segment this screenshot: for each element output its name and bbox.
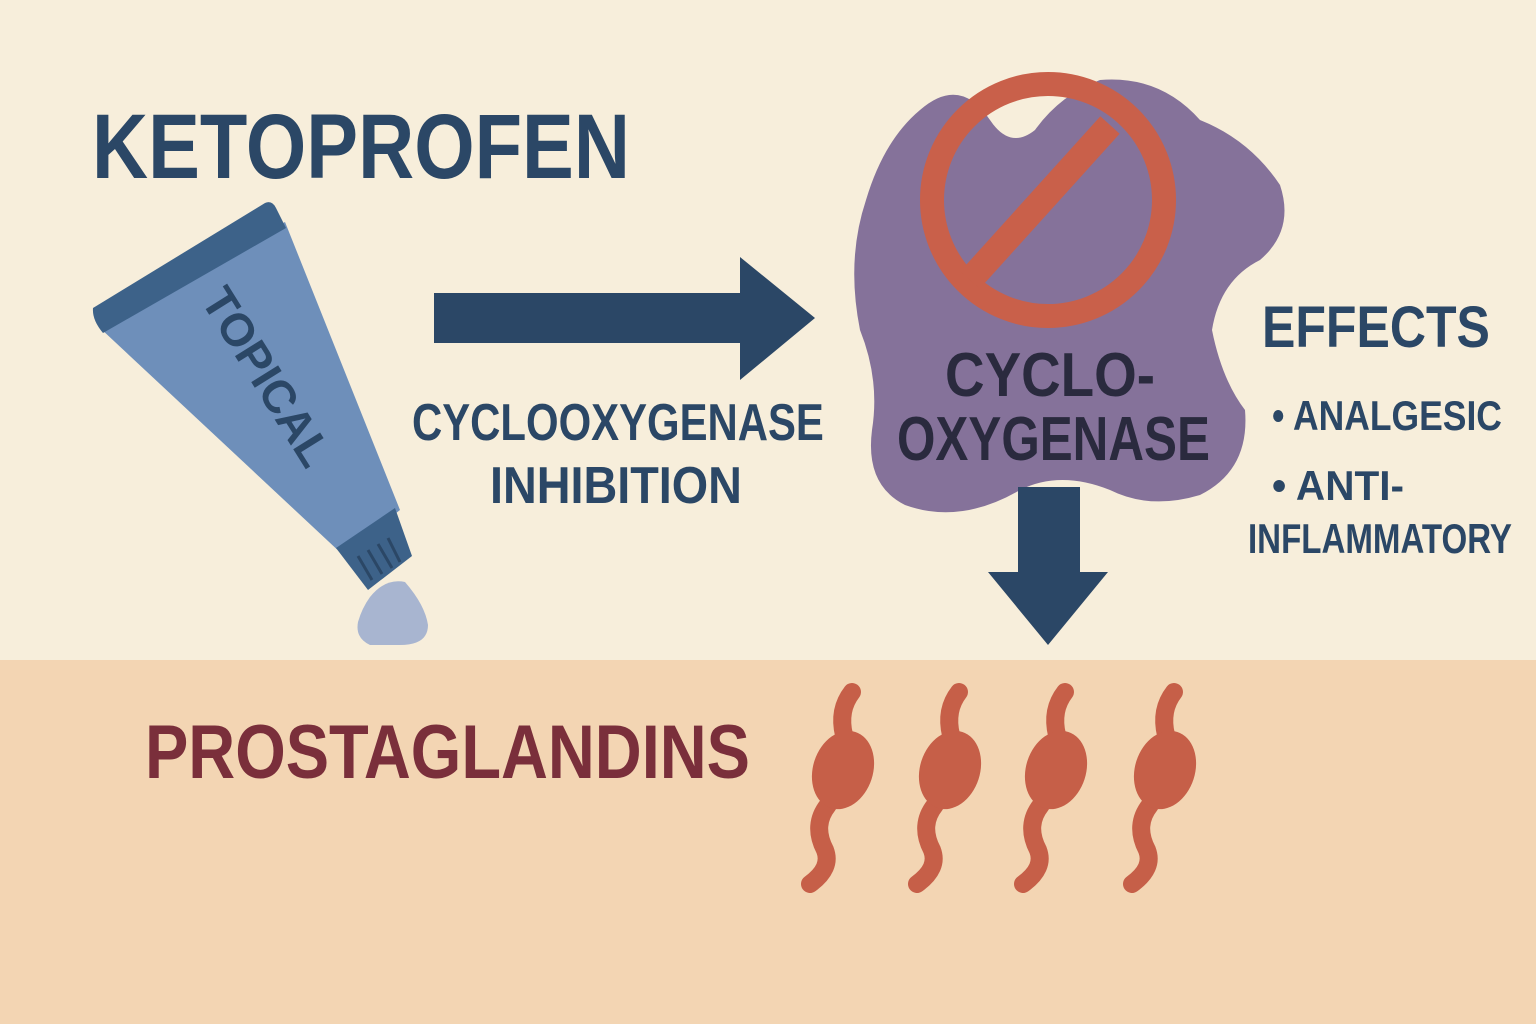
effect-analgesic: • ANALGESIC [1272, 393, 1502, 439]
prostaglandin-ring [1024, 730, 1088, 810]
effect-inflammatory: INFLAMMATORY [1248, 516, 1512, 563]
title: KETOPROFEN [92, 96, 630, 199]
prostaglandin-molecule-icon [801, 683, 875, 893]
prostaglandins-label: PROSTAGLANDINS [145, 709, 750, 794]
effects-heading: EFFECTS [1262, 296, 1490, 360]
prostaglandin-chain [908, 796, 944, 893]
prostaglandin-chain [1155, 683, 1183, 744]
prostaglandin-chain [801, 796, 837, 893]
cyclooxygenase-enzyme-shape [854, 79, 1285, 513]
prostaglandin-chain [1014, 796, 1050, 893]
prostaglandin-molecule-icon [1014, 683, 1088, 893]
effect-anti: • ANTI- [1272, 462, 1404, 509]
prostaglandin-chain [1123, 796, 1159, 893]
arrow-right-icon [434, 257, 815, 380]
arrow-label-line2: INHIBITION [490, 457, 742, 515]
arrow-down-icon [988, 487, 1108, 645]
prostaglandin-ring [918, 730, 982, 810]
prohibition-icon [920, 72, 1176, 328]
prostaglandin-chain [833, 683, 861, 744]
prostaglandin-molecule-icon [908, 683, 982, 893]
prostaglandin-molecules [801, 683, 1197, 893]
enzyme-label-line2: OXYGENASE [897, 404, 1210, 474]
ointment-drop [357, 581, 428, 645]
enzyme-label-line1: CYCLO- [945, 341, 1155, 410]
prostaglandin-molecule-icon [1123, 683, 1197, 893]
background-bottom [0, 660, 1536, 1024]
prostaglandin-chain [940, 683, 968, 744]
arrow-label-line1: CYCLOOXYGENASE [412, 394, 824, 452]
prostaglandin-ring [1133, 730, 1197, 810]
prostaglandin-ring [811, 730, 875, 810]
ointment-tube-icon: TOPICAL [92, 202, 428, 645]
prostaglandin-chain [1046, 683, 1074, 744]
